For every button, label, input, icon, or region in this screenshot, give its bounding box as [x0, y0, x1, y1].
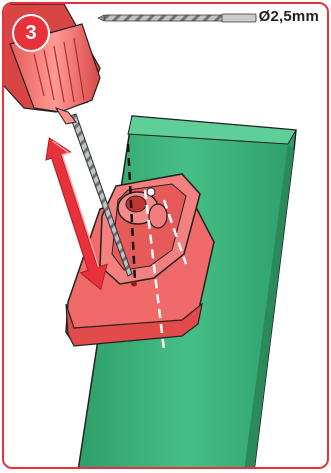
drill-bit-icon	[98, 14, 256, 22]
instruction-panel: 3 Ø2,5mm	[2, 2, 329, 469]
illustration-scene	[4, 4, 329, 469]
pilot-hole-mark	[131, 282, 137, 287]
drill-bit-diameter-label: Ø2,5mm	[259, 8, 319, 25]
step-number-badge: 3	[14, 16, 48, 50]
